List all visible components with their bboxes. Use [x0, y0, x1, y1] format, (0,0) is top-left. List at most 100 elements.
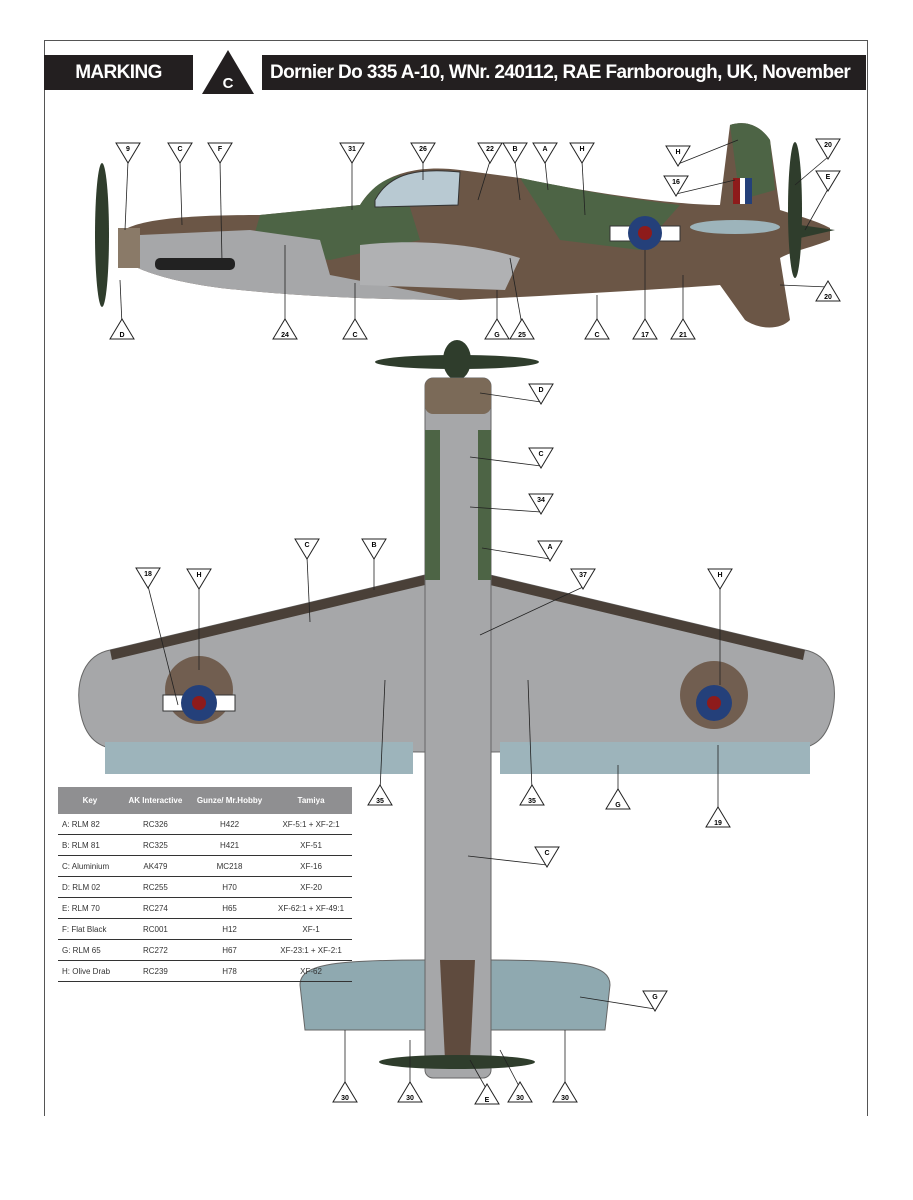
- callout-triangle-icon: [532, 142, 558, 164]
- leader-line: [469, 1059, 488, 1091]
- table-cell: H65: [189, 897, 271, 919]
- callout-plan: C: [467, 846, 560, 868]
- table-cell: H70: [189, 876, 271, 898]
- callout-label: H: [675, 149, 680, 156]
- callout-side: 17: [632, 250, 658, 340]
- callout-side: C: [167, 142, 193, 226]
- callout-label: H: [717, 572, 722, 579]
- leader-line: [379, 679, 386, 792]
- callout-triangle-icon: [397, 1081, 423, 1103]
- callout-label: G: [615, 802, 621, 809]
- callout-plan: C: [469, 447, 554, 469]
- callout-label: 30: [341, 1095, 349, 1102]
- table-cell: D: RLM 02: [58, 876, 122, 898]
- callout-triangle-icon: [528, 493, 554, 515]
- callout-triangle-icon: [115, 142, 141, 164]
- callout-label: 37: [579, 572, 587, 579]
- table-cell: MC218: [189, 855, 271, 877]
- leader-line: [479, 586, 584, 636]
- callout-triangle-icon: [707, 568, 733, 590]
- callout-label: G: [494, 332, 500, 339]
- callout-side: C: [584, 295, 610, 340]
- callout-plan: A: [481, 540, 563, 562]
- callout-triangle-icon: [570, 568, 596, 590]
- leader-line: [469, 506, 542, 513]
- callout-triangle-icon: [552, 1081, 578, 1103]
- front-propeller: [95, 163, 109, 307]
- leader-line: [514, 160, 521, 201]
- marking-letter-badge: C: [202, 50, 254, 94]
- callout-plan: C: [294, 538, 320, 623]
- callout-triangle-icon: [109, 318, 135, 340]
- callout-label: C: [544, 850, 549, 857]
- callout-triangle-icon: [815, 138, 841, 160]
- callout-label: D: [538, 387, 543, 394]
- callout-plan: 19: [705, 745, 731, 828]
- leader-line: [544, 160, 549, 191]
- callout-label: 25: [518, 332, 526, 339]
- callout-triangle-icon: [663, 175, 689, 197]
- callout-side: 22: [477, 142, 503, 201]
- callout-side: H: [569, 142, 595, 216]
- callout-label: A: [542, 146, 547, 153]
- callout-label: D: [119, 332, 124, 339]
- table-cell: E: RLM 70: [58, 897, 122, 919]
- callout-side: 9: [115, 142, 141, 231]
- table-cell: H: Olive Drab: [58, 960, 122, 982]
- callout-label: A: [547, 544, 552, 551]
- callout-triangle-icon: [569, 142, 595, 164]
- table-cell: XF-23:1 + XF-2:1: [270, 939, 352, 961]
- table-cell: RC325: [121, 834, 189, 856]
- leader-line: [469, 456, 542, 467]
- callout-plan: 37: [479, 568, 596, 636]
- callout-triangle-icon: [507, 1081, 533, 1103]
- callout-label: 34: [537, 497, 545, 504]
- leader-line: [477, 160, 491, 201]
- callout-triangle-icon: [342, 318, 368, 340]
- callout-triangle-icon: [605, 788, 631, 810]
- table-cell: XF-1: [270, 918, 352, 940]
- table-cell: RC326: [121, 814, 189, 835]
- callout-side: D: [109, 279, 135, 340]
- side-view: [95, 123, 835, 328]
- table-cell: B: RLM 81: [58, 834, 122, 856]
- callout-side: E: [804, 170, 841, 231]
- callout-plan: H: [707, 568, 733, 685]
- callout-label: 16: [672, 179, 680, 186]
- table-cell: RC272: [121, 939, 189, 961]
- callout-plan: H: [186, 568, 212, 670]
- callout-label: 30: [561, 1095, 569, 1102]
- leader-line: [124, 160, 129, 231]
- callout-side: 20: [779, 280, 841, 302]
- right-wing: [489, 574, 835, 753]
- callout-label: 31: [348, 146, 356, 153]
- leader-line: [509, 257, 523, 326]
- callout-triangle-icon: [167, 142, 193, 164]
- callout-triangle-icon: [272, 318, 298, 340]
- callout-label: 9: [126, 146, 130, 153]
- callout-triangle-icon: [537, 540, 563, 562]
- callout-label: 24: [281, 332, 289, 339]
- leader-line: [481, 547, 551, 560]
- callout-side: H: [665, 139, 739, 167]
- table-cell: F: Flat Black: [58, 918, 122, 940]
- callout-plan: 30: [332, 1030, 358, 1103]
- leader-line: [467, 855, 548, 866]
- callout-triangle-icon: [584, 318, 610, 340]
- callout-label: H: [579, 146, 584, 153]
- column-header: Tamiya: [270, 787, 352, 814]
- marking-letter: C: [223, 75, 234, 92]
- leader-line: [119, 279, 123, 326]
- callout-label: 26: [419, 146, 427, 153]
- column-header: Gunze/ Mr.Hobby: [189, 787, 271, 814]
- table-cell: C: Aluminium: [58, 855, 122, 877]
- callout-label: B: [371, 542, 376, 549]
- callout-plan: 34: [469, 493, 554, 515]
- leader-line: [794, 156, 829, 186]
- callout-plan: 35: [367, 679, 393, 806]
- table-cell: H67: [189, 939, 271, 961]
- leader-line: [579, 996, 656, 1010]
- table-cell: XF-16: [270, 855, 352, 877]
